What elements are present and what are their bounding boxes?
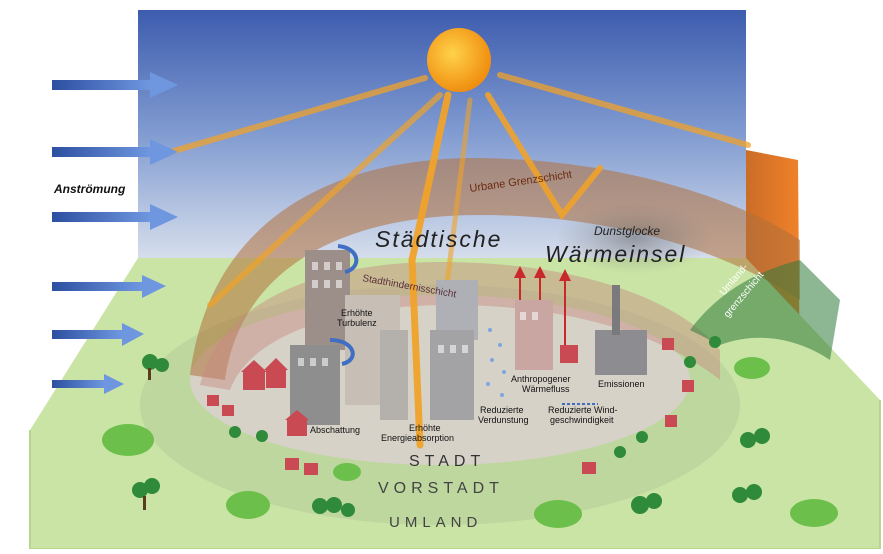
trees: [132, 336, 770, 517]
label-erhoehte-turbulenz-2: Turbulenz: [337, 318, 377, 328]
label-reduzierte-verdunstung-2: Verdunstung: [478, 415, 529, 425]
smog-cloud: [555, 202, 715, 274]
label-vorstadt: VORSTADT: [378, 480, 504, 497]
label-reduzierte-wind-2: geschwindigkeit: [550, 415, 614, 425]
label-erhoehte-energie-2: Energieabsorption: [381, 433, 454, 443]
wind-arrow-icon: [52, 204, 178, 230]
label-umland: UMLAND: [389, 514, 482, 531]
label-reduzierte-verdunstung-1: Reduzierte: [480, 405, 524, 415]
wind-arrow-icon: [52, 374, 124, 394]
label-erhoehte-energie-1: Erhöhte: [409, 423, 441, 433]
sun-rays: [157, 72, 751, 449]
wind-arrow-icon: [52, 72, 178, 98]
label-anthropogener-2: Wärmefluss: [522, 384, 570, 394]
houses: [207, 338, 694, 475]
label-emissionen: Emissionen: [598, 379, 645, 389]
label-dunstglocke: Dunstglocke: [594, 224, 660, 238]
label-stadt: STADT: [409, 453, 485, 470]
label-reduzierte-wind-1: Reduzierte Wind-: [548, 405, 618, 415]
label-anthropogener-1: Anthropogener: [511, 374, 571, 384]
label-erhoehte-turbulenz-1: Erhöhte: [341, 308, 373, 318]
bushes: [102, 357, 838, 528]
wind-arrow-icon: [52, 275, 166, 298]
rural-boundary-layer: [690, 260, 840, 360]
label-anstroemung: Anströmung: [53, 182, 126, 196]
label-abschattung: Abschattung: [310, 425, 360, 435]
wind-arrow-icon: [52, 139, 178, 165]
wind-arrows: [52, 72, 178, 394]
wind-arrow-icon: [52, 323, 144, 346]
city-buildings: [290, 244, 647, 425]
label-waermeinsel: Wärmeinsel: [545, 241, 686, 267]
sun-icon: [427, 28, 491, 92]
label-staedtische: Städtische: [375, 226, 502, 252]
